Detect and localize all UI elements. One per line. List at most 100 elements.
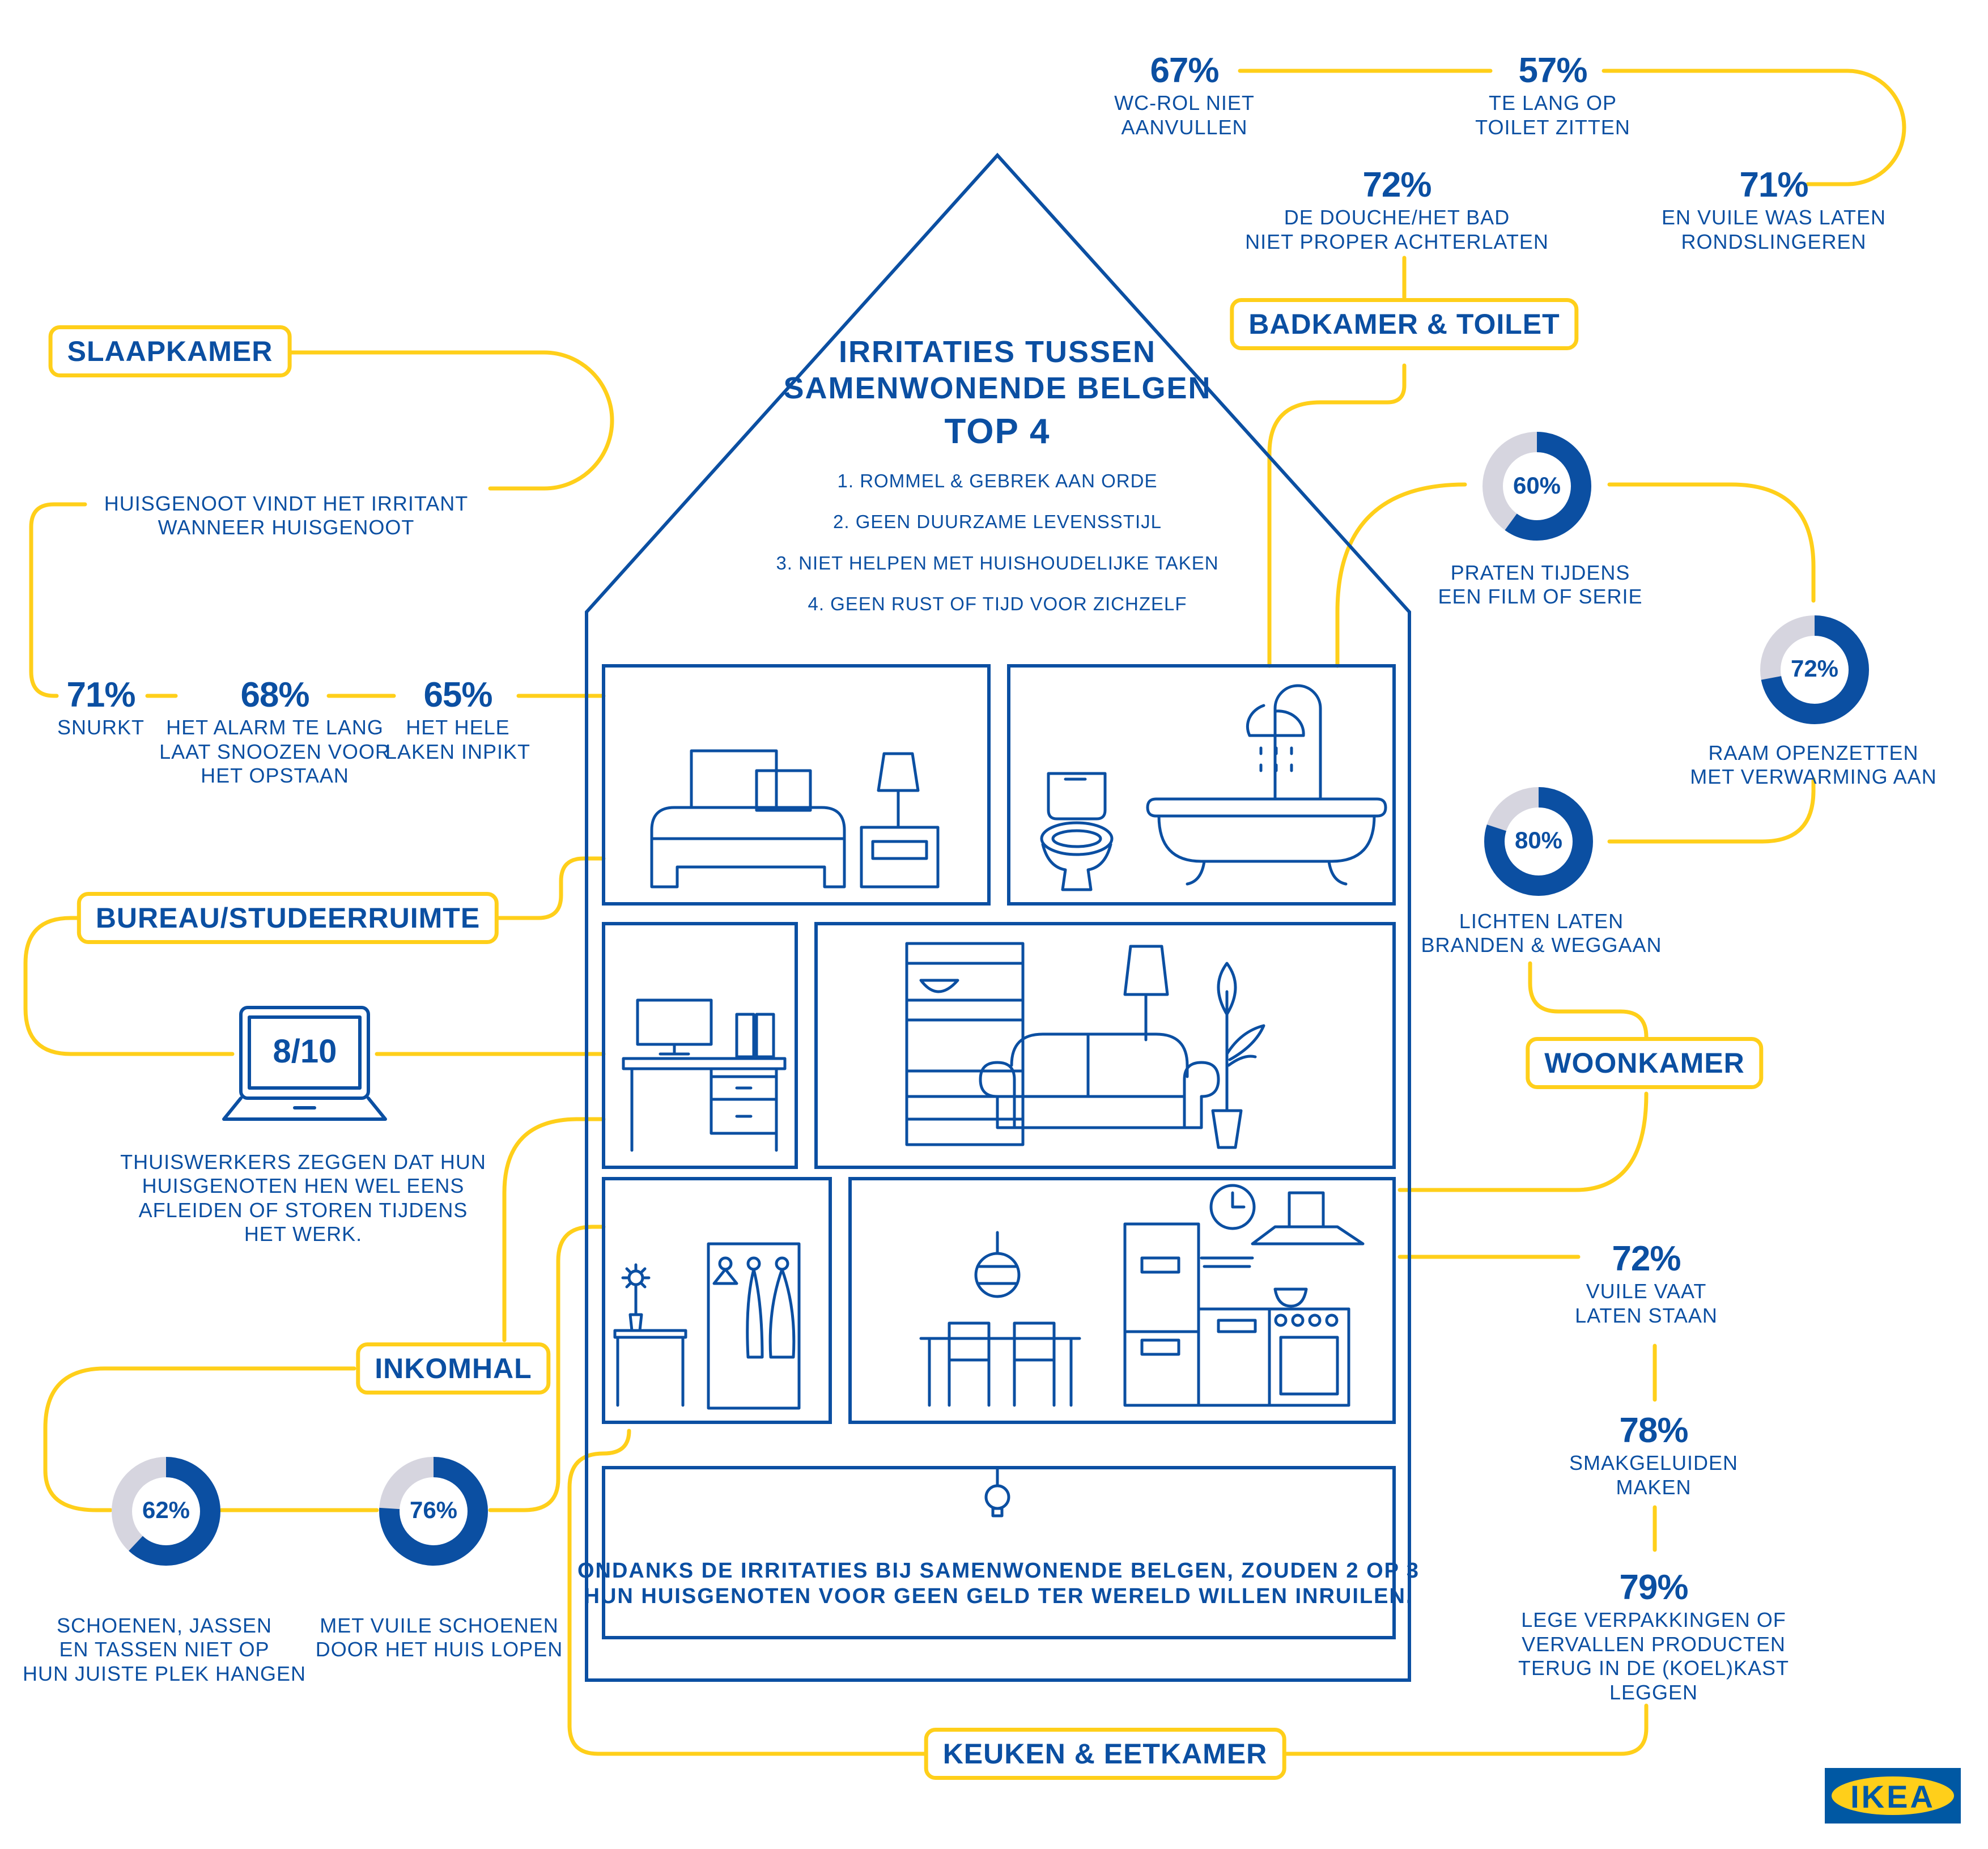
laptop-icon (222, 1006, 387, 1121)
stat-lichten-branden: LICHTEN LATEN BRANDEN & WEGGAAN (1421, 909, 1662, 958)
stat-desc: EN TASSEN NIET OP (59, 1638, 270, 1661)
bedroom-intro-line2: WANNEER HUISGENOOT (158, 516, 415, 539)
header-title-line2: SAMENWONENDE BELGEN (783, 371, 1212, 405)
nightstand-lamp-icon (860, 752, 940, 889)
stat-desc: MAKEN (1616, 1475, 1692, 1499)
stat-wc-rol: 67% WC-ROL NIET AANVULLEN (1114, 50, 1255, 139)
label-bureau-studeerruimte: BUREAU/STUDEERRUIMTE (77, 892, 499, 944)
stat-desc: HET HELE (406, 716, 510, 739)
stat-praten-film: PRATEN TIJDENS EEN FILM OF SERIE (1438, 561, 1642, 609)
top4-item-1: 1. ROMMEL & GEBREK AAN ORDE (837, 470, 1158, 491)
donut-label: 76% (409, 1497, 458, 1523)
stat-desc: LICHTEN LATEN (1459, 909, 1624, 933)
lightbulb-icon (984, 1466, 1010, 1518)
donut-value-arc (112, 1457, 220, 1566)
top4-item-2: 2. GEEN DUURZAME LEVENSSTIJL (833, 511, 1162, 532)
stat-vuile-was: 71% EN VUILE WAS LATEN RONDSLINGEREN (1662, 164, 1886, 254)
office-desc-line3: AFLEIDEN OF STOREN TIJDENS (138, 1198, 468, 1222)
top4-item-3: 3. NIET HELPEN MET HUISHOUDELIJKE TAKEN (776, 552, 1219, 573)
stat-pct: 57% (1518, 51, 1587, 90)
footer-message: ONDANKS DE IRRITATIES BIJ SAMENWONENDE B… (577, 1558, 1420, 1609)
stat-desc: HUN JUISTE PLEK HANGEN (22, 1661, 307, 1685)
stat-alarm-snoozen: 68% HET ALARM TE LANG LAAT SNOOZEN VOOR … (159, 674, 390, 788)
stat-desc: LAKEN INPIKT (385, 739, 531, 763)
bedroom-intro: HUISGENOOT VINDT HET IRRITANT WANNEER HU… (104, 492, 468, 540)
label-badkamer-toilet: BADKAMER & TOILET (1230, 298, 1579, 350)
stat-desc: VERVALLEN PRODUCTEN (1522, 1632, 1786, 1656)
stat-desc: HET ALARM TE LANG (166, 716, 384, 739)
label-slaapkamer: SLAAPKAMER (48, 325, 292, 377)
donut-charts (112, 432, 1869, 1566)
stat-snurkt: 71% SNURKT (57, 674, 145, 740)
stat-pct: 67% (1150, 51, 1219, 90)
stat-vuile-vaat: 72% VUILE VAAT LATEN STAAN (1575, 1238, 1718, 1328)
kitchen-icon (1123, 1191, 1365, 1407)
stat-desc: LAAT SNOOZEN VOOR (159, 739, 390, 763)
stat-raam-verwarming: RAAM OPENZETTEN MET VERWARMING AAN (1690, 741, 1936, 789)
ikea-logo (1825, 1768, 1961, 1824)
label-woonkamer: WOONKAMER (1526, 1037, 1764, 1089)
stat-desc: NIET PROPER ACHTERLATEN (1245, 229, 1549, 253)
stat-smakgeluiden: 78% SMAKGELUIDEN MAKEN (1569, 1410, 1738, 1499)
stat-desc: PRATEN TIJDENS (1450, 561, 1630, 584)
stat-pct: 78% (1619, 1411, 1688, 1450)
office-desc: THUISWERKERS ZEGGEN DAT HUN HUISGENOTEN … (120, 1150, 486, 1247)
stat-pct: 79% (1619, 1568, 1688, 1607)
house-outline (585, 152, 1411, 1682)
stat-desc: VUILE VAAT (1586, 1280, 1707, 1303)
donut-label: 60% (1513, 472, 1561, 499)
stat-desc: LEGGEN (1609, 1680, 1698, 1704)
stat-desc: HET OPSTAAN (201, 764, 349, 788)
top4-heading: TOP 4 (944, 412, 1051, 451)
stat-toilet-zitten: 57% TE LANG OP TOILET ZITTEN (1475, 50, 1630, 139)
stat-pct: 72% (1612, 1239, 1681, 1278)
donut-value-arc (1760, 615, 1869, 724)
donut-label: 72% (1790, 655, 1839, 682)
footer-line1: ONDANKS DE IRRITATIES BIJ SAMENWONENDE B… (577, 1559, 1420, 1583)
stat-desc: MET VERWARMING AAN (1690, 765, 1937, 789)
sofa-icon (979, 1032, 1220, 1129)
stat-desc: LATEN STAAN (1575, 1303, 1718, 1327)
stat-pct: 65% (423, 675, 492, 715)
top4-item-4: 4. GEEN RUST OF TIJD VOOR ZICHZELF (808, 593, 1187, 614)
plant-icon (1211, 962, 1265, 1149)
connector-lines (23, 69, 1906, 1756)
label-keuken-eetkamer: KEUKEN & EETKAMER (924, 1728, 1286, 1780)
bathtub-shower-icon (1146, 684, 1387, 886)
stat-desc: TE LANG OP (1488, 91, 1617, 115)
pendant-lamp-icon (974, 1231, 1021, 1298)
stat-desc: SMAKGELUIDEN (1569, 1451, 1739, 1475)
stat-desc: WC-ROL NIET (1114, 91, 1255, 115)
stat-desc: RONDSLINGEREN (1681, 229, 1867, 253)
stat-pct: 71% (1739, 165, 1808, 205)
header-title-line1: IRRITATIES TUSSEN (838, 335, 1157, 369)
stat-desc: EEN FILM OF SERIE (1438, 585, 1643, 609)
stat-desc: DOOR HET HUIS LOPEN (315, 1638, 563, 1661)
header-title: IRRITATIES TUSSEN SAMENWONENDE BELGEN (783, 334, 1211, 406)
stat-pct: 68% (240, 675, 309, 715)
bed-icon (650, 749, 846, 889)
stat-desc: TERUG IN DE (KOEL)KAST (1518, 1656, 1790, 1680)
donut-label: 62% (142, 1497, 190, 1523)
stat-vuile-schoenen: MET VUILE SCHOENEN DOOR HET HUIS LOPEN (316, 1614, 563, 1662)
office-desc-line4: HET WERK. (244, 1222, 363, 1246)
flower-vase-icon (613, 1263, 687, 1407)
office-score: 8/10 (273, 1033, 337, 1070)
office-desc-line2: HUISGENOTEN HEN WEL EENS (142, 1174, 465, 1198)
bedroom-intro-line1: HUISGENOOT VINDT HET IRRITANT (104, 492, 469, 515)
stat-douche-bad: 72% DE DOUCHE/HET BAD NIET PROPER ACHTER… (1245, 164, 1549, 254)
stat-desc: BRANDEN & WEGGAAN (1421, 933, 1662, 957)
stat-desc: TOILET ZITTEN (1475, 115, 1630, 139)
stat-desc: MET VUILE SCHOENEN (320, 1614, 559, 1637)
office-desc-line1: THUISWERKERS ZEGGEN DAT HUN (120, 1150, 486, 1174)
stat-desc: RAAM OPENZETTEN (1708, 741, 1919, 764)
stat-desc: AANVULLEN (1121, 115, 1248, 139)
clock-icon (1209, 1184, 1256, 1230)
stat-desc: SCHOENEN, JASSEN (56, 1614, 273, 1637)
stat-lege-verpakkingen: 79% LEGE VERPAKKINGEN OF VERVALLEN PRODU… (1518, 1567, 1789, 1705)
label-inkomhal: INKOMHAL (356, 1342, 551, 1395)
donut-value-arc (1482, 432, 1591, 541)
stat-pct: 72% (1362, 165, 1431, 205)
desk-computer-icon (622, 998, 787, 1152)
